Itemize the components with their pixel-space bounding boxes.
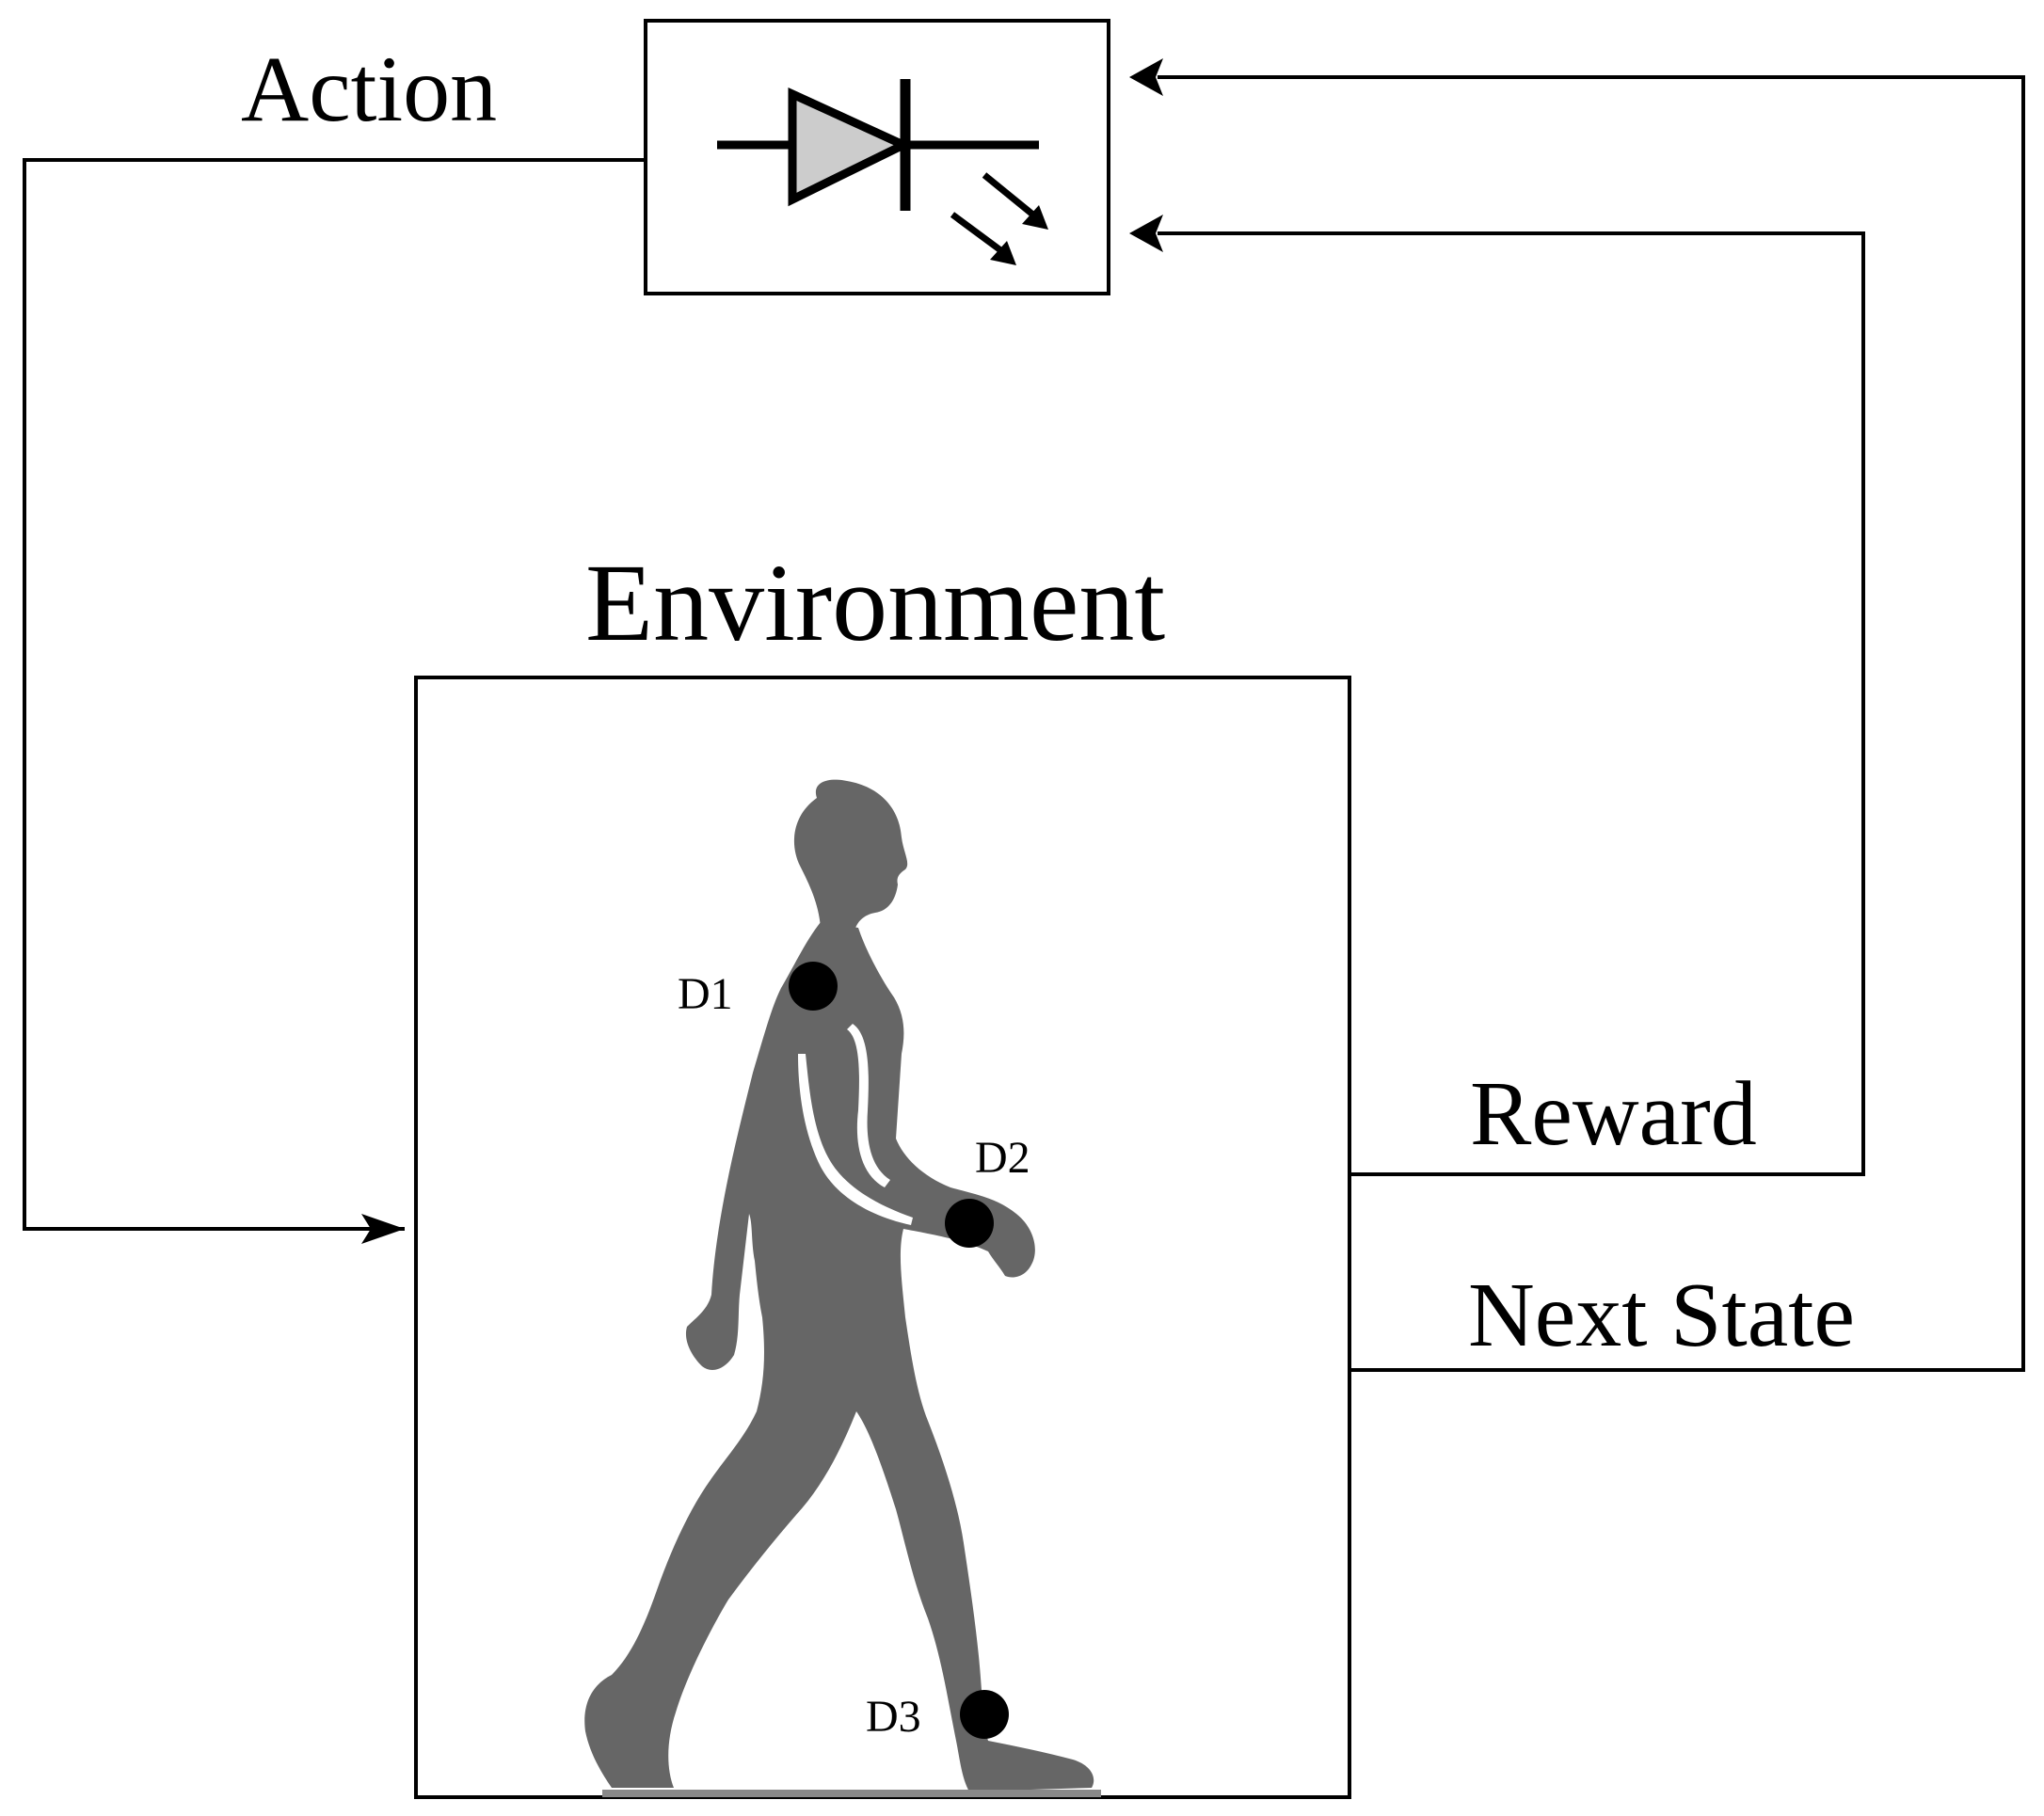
action-arrow <box>23 158 646 1244</box>
sensor-label-d3: D3 <box>866 1692 921 1742</box>
agent-box <box>644 19 1110 295</box>
sensor-marker-d3 <box>960 1690 1009 1739</box>
sensor-marker-d1 <box>789 962 838 1011</box>
environment-box <box>414 676 1351 1799</box>
led-diode-icon <box>717 79 1048 265</box>
sensor-label-d2: D2 <box>975 1133 1030 1183</box>
environment-label: Environment <box>585 541 1165 664</box>
reward-arrow <box>1129 215 1865 1176</box>
light-emission-arrows-icon <box>950 172 1048 265</box>
sensor-marker-d2 <box>945 1199 994 1248</box>
action-label: Action <box>241 37 497 141</box>
reward-label: Reward <box>1470 1063 1757 1165</box>
walking-human-silhouette <box>584 779 1101 1797</box>
next-state-arrow <box>1129 58 2025 1372</box>
sensor-label-d1: D1 <box>678 969 733 1019</box>
next-state-label: Next State <box>1468 1265 1855 1366</box>
